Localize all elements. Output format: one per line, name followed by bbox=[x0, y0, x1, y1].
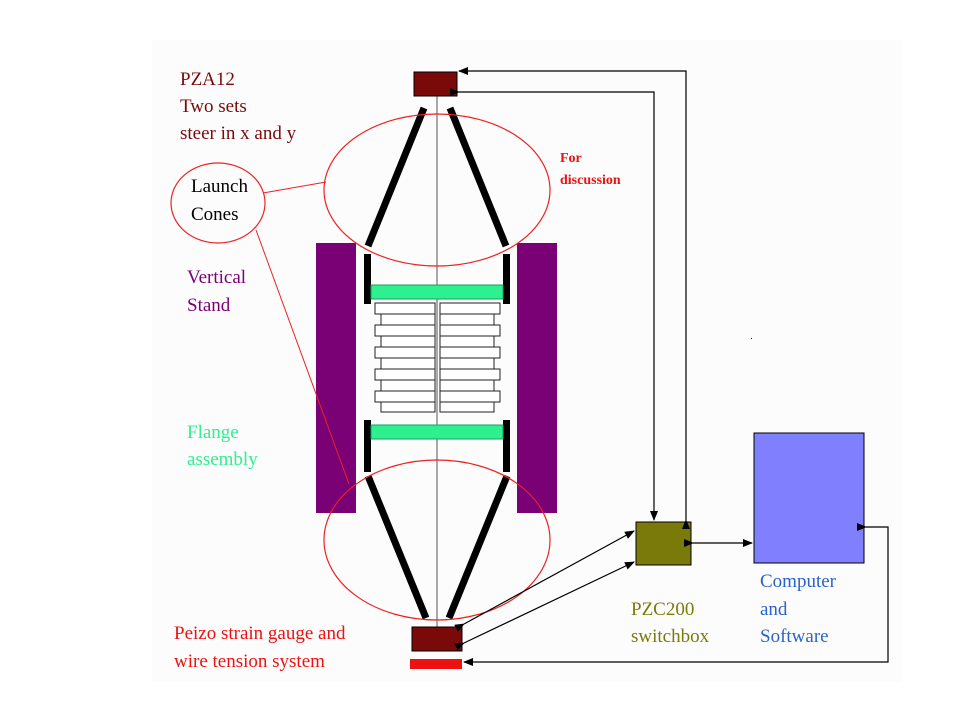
upright-bar-top-left bbox=[364, 254, 371, 304]
flange-assembly-label-1: Flange bbox=[187, 422, 239, 443]
pza12-line3: steer in x and y bbox=[180, 123, 297, 144]
connection-lines bbox=[450, 67, 889, 666]
computer-label-3: Software bbox=[760, 626, 829, 647]
wire-tension-bar bbox=[410, 659, 462, 669]
upright-bar-bottom-left bbox=[364, 420, 371, 472]
bottom-cone-leg-right bbox=[445, 474, 511, 620]
flange-bottom bbox=[370, 424, 504, 440]
computer-label-2: and bbox=[760, 599, 788, 620]
strain-gauge-box bbox=[411, 626, 463, 652]
flange-assembly-label-2: assembly bbox=[187, 449, 258, 470]
vertical-stand-label-2: Stand bbox=[187, 295, 231, 316]
pzc200-box bbox=[635, 521, 692, 566]
pzc200-label-2: switchbox bbox=[631, 626, 710, 647]
stray-dot: . bbox=[750, 331, 753, 342]
flange-top bbox=[370, 284, 504, 300]
launch-cones-label-1: Launch bbox=[191, 176, 248, 197]
bottom-cone-leg-left bbox=[364, 474, 430, 620]
upright-bar-bottom-right bbox=[503, 420, 510, 472]
callout-line-top bbox=[262, 181, 327, 194]
computer-box bbox=[753, 432, 865, 564]
launch-cones-callout bbox=[170, 162, 266, 244]
pza12-title: PZA12 bbox=[180, 69, 235, 90]
vertical-stand-label-1: Vertical bbox=[187, 267, 247, 288]
upright-bar-top-right bbox=[503, 254, 510, 304]
computer-label-1: Computer bbox=[760, 571, 836, 592]
launch-cones-label-2: Cones bbox=[191, 204, 239, 225]
peizo-label-2: wire tension system bbox=[174, 651, 325, 672]
top-cone-leg-right bbox=[446, 106, 510, 248]
pza12-top-box bbox=[413, 71, 458, 97]
for-discussion-1: For bbox=[560, 151, 582, 166]
vertical-stand-left bbox=[316, 243, 356, 513]
top-cone-leg-left bbox=[364, 106, 428, 248]
pzc200-label-1: PZC200 bbox=[631, 599, 695, 620]
for-discussion-2: discussion bbox=[560, 173, 621, 188]
peizo-label-1: Peizo strain gauge and bbox=[174, 623, 346, 644]
callout-line-bottom bbox=[255, 229, 350, 485]
pza12-line2: Two sets bbox=[180, 96, 247, 117]
vertical-stand-right bbox=[517, 243, 557, 513]
